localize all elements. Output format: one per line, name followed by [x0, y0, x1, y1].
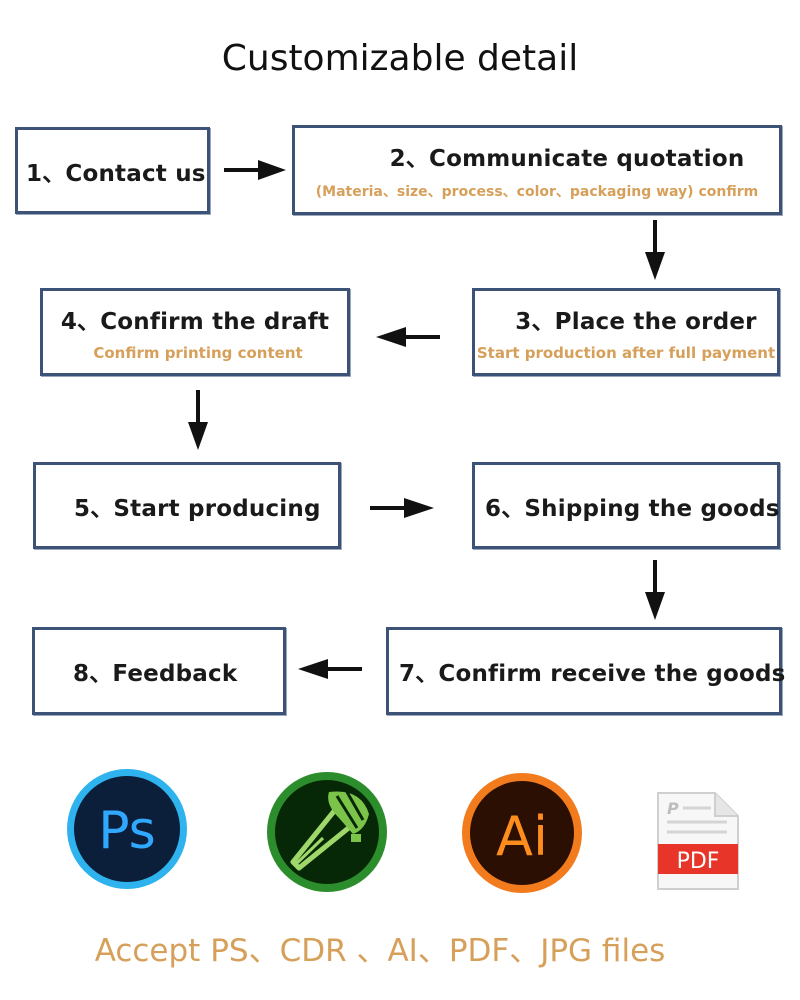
- step-2-sub: (Materia、size、process、color、packaging wa…: [315, 184, 759, 200]
- step-6-label: 6、Shipping the goods: [485, 495, 780, 522]
- ps-icon-text: Ps: [98, 801, 156, 861]
- step-4-sub: Confirm printing content: [93, 344, 303, 362]
- step-3-box: 3、Place the order Start production after…: [472, 288, 780, 376]
- step-7-label: 7、Confirm receive the goods: [399, 661, 786, 687]
- accepted-file-types: Accept PS、CDR 、AI、PDF、JPG files: [94, 933, 666, 969]
- pdf-icon-badge: P: [667, 799, 679, 818]
- arrow-2-to-3: [645, 220, 665, 280]
- step-4-label: 4、Confirm the draft: [60, 309, 330, 335]
- step-5-label: 5、Start producing: [74, 495, 321, 522]
- illustrator-icon: Ai: [462, 773, 582, 893]
- step-5-box: 5、Start producing: [33, 462, 341, 549]
- arrow-7-to-8: [298, 659, 362, 679]
- page-title: Customizable detail: [221, 38, 579, 79]
- pdf-file-icon: P PDF: [657, 792, 739, 890]
- step-8-box: 8、Feedback: [32, 627, 286, 715]
- arrow-4-to-5: [188, 390, 208, 450]
- step-8-label: 8、Feedback: [73, 661, 238, 687]
- step-7-box: 7、Confirm receive the goods: [386, 627, 786, 715]
- step-4-box: 4、Confirm the draft Confirm printing con…: [40, 288, 350, 376]
- step-2-label: 2、Communicate quotation: [389, 146, 745, 172]
- step-3-sub: Start production after full payment: [476, 344, 776, 362]
- arrow-6-to-7: [645, 560, 665, 620]
- photoshop-icon: Ps: [67, 769, 187, 889]
- arrow-3-to-4: [376, 327, 440, 347]
- arrow-5-to-6: [370, 498, 434, 518]
- ai-icon-text: Ai: [496, 805, 548, 868]
- arrow-1-to-2: [224, 160, 286, 180]
- step-6-box: 6、Shipping the goods: [472, 462, 780, 549]
- step-1-box: 1、Contact us: [15, 127, 210, 214]
- step-2-box: 2、Communicate quotation (Materia、size、pr…: [292, 125, 782, 215]
- coreldraw-icon: [267, 772, 387, 892]
- step-1-label: 1、Contact us: [26, 160, 206, 187]
- pdf-icon-text: PDF: [677, 849, 720, 874]
- step-3-label: 3、Place the order: [515, 309, 757, 335]
